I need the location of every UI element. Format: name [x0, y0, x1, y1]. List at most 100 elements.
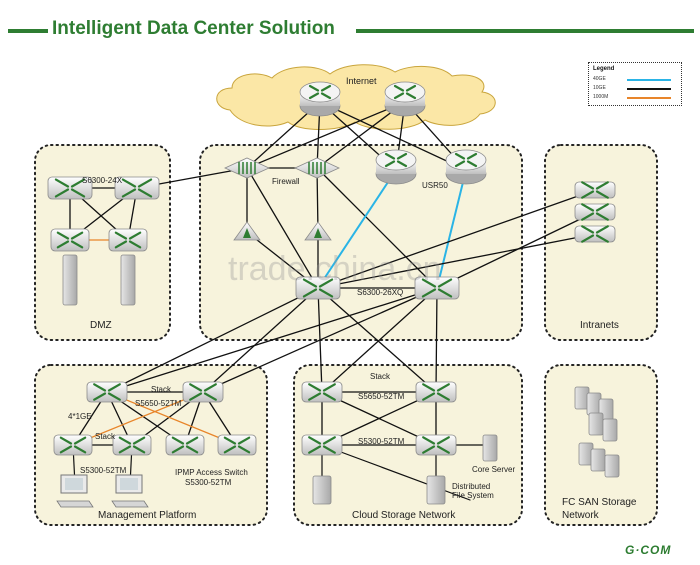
mgmt-stack-top-label: Stack [151, 385, 172, 394]
mgmt-stack-bottom-label: Stack [95, 432, 116, 441]
link-fw1-core1 [246, 167, 319, 289]
switch-arrows-icon [189, 383, 217, 401]
cloud-storage-zone-label: Cloud Storage Network [352, 510, 456, 521]
switch-arrows-icon [54, 178, 86, 198]
dfs-server [426, 475, 446, 505]
link-core1-cs1 [317, 287, 323, 393]
link-ms2-ma1 [72, 391, 204, 446]
server-body [482, 434, 498, 462]
device-body [301, 434, 343, 456]
device-body [165, 434, 205, 456]
mgmt-access-switch-2 [112, 434, 152, 456]
mgmt-pc-1 [56, 474, 94, 508]
switch-arrows-icon [421, 278, 453, 298]
link-core1-ms1 [106, 287, 319, 393]
link-int1-core1 [317, 189, 596, 289]
device-body [217, 434, 257, 456]
switch-arrows-icon [59, 436, 87, 454]
cloud-access-switch-2 [415, 434, 457, 456]
mgmt-stack-switch-2 [182, 381, 224, 403]
fc-san-label-line2: Network [562, 510, 599, 521]
router-top [375, 149, 417, 171]
core-switch-2 [414, 276, 460, 300]
legend-line-40ge [627, 79, 671, 81]
s6300-24x-label: S6300-24X [82, 176, 123, 185]
switch-arrows-icon [581, 181, 609, 199]
dmz-server-1 [62, 254, 78, 306]
device-body [574, 225, 616, 243]
legend-line-10ge [627, 88, 671, 90]
firewall-icon [238, 162, 256, 174]
legend-title: Legend [593, 66, 615, 72]
s6300-26xq-label: S6300-26XQ [357, 288, 404, 297]
firewall-label: Firewall [272, 177, 300, 186]
keyboard-icon [111, 500, 149, 508]
link-usr1-core1 [317, 169, 397, 289]
link-core2-ms1 [106, 287, 438, 393]
switch-arrows-icon [56, 231, 84, 249]
intranets-zone [544, 144, 658, 341]
device-body [182, 381, 224, 403]
four-ge-label: 4*1GE [68, 412, 92, 421]
title-bar-right [356, 29, 694, 33]
device-body [50, 228, 90, 252]
server-body [312, 475, 332, 505]
device-body [86, 381, 128, 403]
dmz-server-switch-2 [108, 228, 148, 252]
ips-2 [304, 221, 332, 241]
cloud-stack-switch-1 [301, 381, 343, 403]
switch-arrows-icon [581, 203, 609, 221]
device-body [53, 434, 93, 456]
intranets-zone-label: Intranets [580, 320, 619, 331]
dmz-switch-2 [114, 176, 160, 200]
router-1 [299, 81, 341, 117]
cloud-access-switch-1 [301, 434, 343, 456]
link-fw2-core2 [316, 167, 438, 289]
intranet-switch-3 [574, 225, 616, 243]
link-fw2-ips2 [316, 167, 319, 233]
firewall-icon [308, 162, 326, 174]
watermark: trade.china.cn [228, 250, 442, 288]
switch-arrows-icon [223, 436, 251, 454]
dmz-server-2 [120, 254, 136, 306]
usr-router-2 [445, 149, 487, 185]
core-server-label: Core Server [472, 465, 516, 474]
server-body [604, 454, 620, 478]
fc-san-storage-4 [588, 412, 604, 436]
switch-arrows-icon [171, 436, 199, 454]
fc-san-storage-8 [604, 454, 620, 478]
device-body [574, 181, 616, 199]
server-body [590, 448, 606, 472]
legend-label-40ge: 40GE [593, 76, 606, 82]
mgmt-access-switch-4 [217, 434, 257, 456]
switch-arrows-icon [121, 178, 153, 198]
switch-arrows-icon [422, 383, 450, 401]
fc-san-label-line1: FC SAN Storage [562, 497, 637, 508]
dmz-server-switch-1 [50, 228, 90, 252]
ips-icon [314, 228, 322, 238]
ips-1 [233, 221, 261, 241]
legend-label-10ge: 10GE [593, 85, 606, 91]
switch-arrows-icon [308, 84, 332, 100]
cloud-s5650-label: S5650-52TM [358, 392, 405, 401]
internet-label: Internet [346, 76, 377, 86]
cloud-stack-switch-2 [415, 381, 457, 403]
mgmt-access-switch-3 [165, 434, 205, 456]
screen [120, 478, 138, 490]
cloud-s5300-label: S5300-52TM [358, 437, 405, 446]
router-top [384, 81, 426, 103]
switch-arrows-icon [302, 278, 334, 298]
core-server [482, 434, 498, 462]
device-body [574, 203, 616, 221]
core-switch-1 [295, 276, 341, 300]
device-body [415, 434, 457, 456]
title-bar-left [8, 29, 48, 33]
internet-cloud [216, 64, 496, 130]
page-title: Intelligent Data Center Solution [52, 18, 335, 39]
usr50-label: USR50 [422, 181, 448, 190]
storage-server-1 [312, 475, 332, 505]
switch-arrows-icon [93, 383, 121, 401]
fc-san-storage-7 [590, 448, 606, 472]
router-top [299, 81, 341, 103]
switch-arrows-icon [454, 152, 478, 168]
